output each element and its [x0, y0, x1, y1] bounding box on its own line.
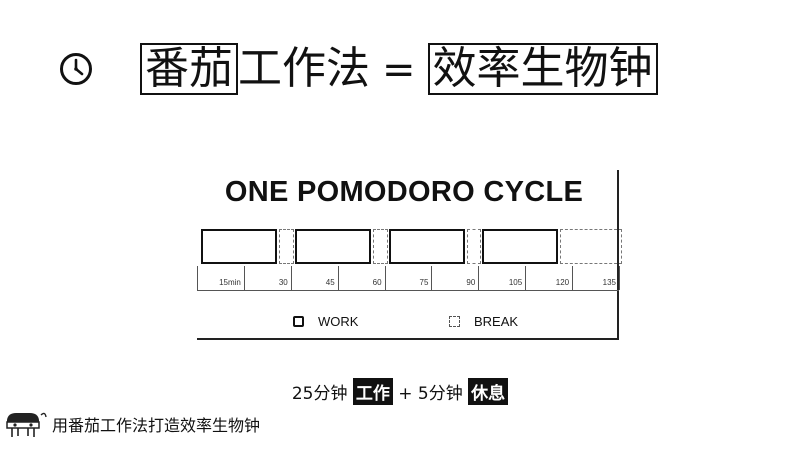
tomato-mascot-icon — [6, 412, 47, 437]
clock-icon — [60, 53, 92, 85]
break-slot — [466, 229, 482, 264]
ruler-tick-label: 105 — [508, 278, 523, 287]
ruler-tick-label: 75 — [419, 278, 429, 287]
ruler-tick-label: 120 — [555, 278, 570, 287]
formula-break-chip: 休息 — [468, 378, 509, 405]
headline-work-method: 工作法 — [238, 43, 370, 94]
ruler-tick — [290, 266, 292, 290]
legend-break-label: BREAK — [474, 314, 519, 329]
cycle-frame-bottom — [197, 338, 619, 340]
footer: 用番茄工作法打造效率生物钟 — [4, 409, 260, 439]
formula: 25分钟 工作 + 5分钟 休息 — [0, 378, 800, 405]
ruler-tick — [337, 266, 339, 290]
time-ruler: 15min 30 45 60 75 90 105 120 135 — [197, 266, 620, 291]
cycle-title: ONE POMODORO CYCLE — [224, 176, 584, 208]
work-slot — [482, 229, 559, 264]
work-slot — [294, 229, 371, 264]
ruler-tick — [478, 266, 480, 290]
legend-break: BREAK — [449, 314, 518, 329]
ruler-tick — [572, 266, 574, 290]
footer-text: 用番茄工作法打造效率生物钟 — [52, 416, 261, 435]
work-slot — [201, 229, 278, 264]
ruler-tick-label: 60 — [372, 278, 382, 287]
ruler-tick — [619, 266, 620, 290]
break-slot — [372, 229, 388, 264]
headline-tomato-boxed: 番茄 — [140, 43, 238, 95]
ruler-tick-label: 30 — [278, 278, 288, 287]
ruler-tick-label: 135 — [602, 278, 616, 287]
break-slot — [279, 229, 294, 264]
legend-work: WORK — [293, 314, 358, 329]
work-swatch-icon — [293, 316, 304, 327]
ruler-tick — [384, 266, 386, 290]
formula-work-chip: 工作 — [352, 378, 393, 405]
break-slot — [560, 229, 622, 264]
ruler-tick-start — [197, 266, 198, 290]
cycle-frame-right — [617, 170, 619, 340]
headline: 番茄工作法 =效率生物钟 — [58, 36, 658, 102]
work-slot — [388, 229, 465, 264]
headline-equals: = — [382, 47, 416, 93]
formula-break-duration: + 5分钟 — [398, 384, 463, 404]
break-swatch-icon — [449, 316, 460, 327]
ruler-tick-label: 45 — [325, 278, 335, 287]
pomodoro-cycle-diagram: ONE POMODORO CYCLE 15min 30 45 60 75 90 105 120… — [197, 170, 623, 340]
ruler-tick — [243, 266, 245, 290]
headline-efficiency-boxed: 效率生物钟 — [427, 43, 658, 95]
ruler-tick — [431, 266, 433, 290]
formula-work-duration: 25分钟 — [291, 384, 348, 404]
ruler-tick — [525, 266, 527, 290]
ruler-tick-label: 15min — [219, 278, 241, 287]
ruler-tick-label: 90 — [466, 278, 476, 287]
legend-work-label: WORK — [318, 314, 359, 329]
